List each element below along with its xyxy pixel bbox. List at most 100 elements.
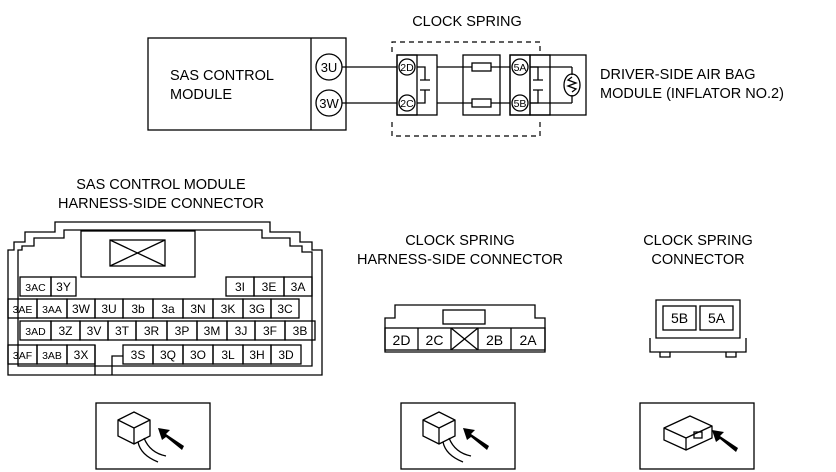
- harness-view-icon: [95, 402, 211, 470]
- terminal-3w-label: 3W: [319, 96, 339, 111]
- sas-pin-label: 3AB: [42, 350, 62, 362]
- sas-row-2: 3AE 3AA 3W 3U 3b 3a 3N 3K 3G 3C: [7, 298, 300, 319]
- terminal-3u-label: 3U: [321, 60, 338, 75]
- sas-pin-label: 3D: [278, 348, 294, 362]
- inflator-resistor-icon: [566, 76, 578, 93]
- sas-pin-label: 3M: [204, 324, 221, 338]
- sas-connector-latch: [80, 230, 196, 278]
- sas-pin-label: 3V: [87, 324, 102, 338]
- connector-view-icon-clock-spring: [639, 402, 755, 470]
- cs-connector-pin-5a-box: [699, 305, 734, 331]
- sas-pin-label: 3AD: [25, 326, 46, 338]
- sas-pin-label: 3K: [221, 302, 236, 316]
- sas-harness-connector: SAS CONTROL MODULE HARNESS-SIDE CONNECTO…: [7, 177, 323, 376]
- sas-row-1: 3AC 3Y 3I 3E 3A: [19, 276, 313, 297]
- sas-pin-label: 3AF: [13, 350, 32, 362]
- harness-view-icon-clock-spring: [400, 402, 516, 470]
- connector-socket-icon: [693, 431, 703, 439]
- inflator-icon: [563, 73, 581, 97]
- sas-pin-3d: [270, 344, 302, 365]
- sas-pin-label: 3W: [72, 302, 91, 316]
- sas-pin-label: 3F: [263, 324, 277, 338]
- outer-shorting-bar: [530, 66, 543, 104]
- sas-pin-label: 3Q: [160, 348, 176, 362]
- sas-connector-housing: [7, 221, 323, 376]
- sas-pin-label: 3C: [277, 302, 293, 316]
- harness-view-icon: [400, 402, 516, 470]
- sas-pin-label: 3T: [115, 324, 130, 338]
- clock-spring-inner-housing: [396, 54, 438, 116]
- clock-spring-coil-upper: [471, 62, 492, 72]
- cs-harness-pin-2b: 2B: [486, 332, 503, 348]
- sas-pin-label: 3a: [161, 302, 175, 316]
- cs-harness-latch: [442, 309, 486, 325]
- cs-harness-pin-2d: 2D: [393, 332, 411, 348]
- sas-row-4: 3AF 3AB 3X 3S 3Q 3O 3L 3H 3D: [7, 344, 302, 375]
- sas-pin-label: 3I: [235, 280, 245, 294]
- sas-lock-cross-b: [109, 239, 166, 267]
- clock-spring-boundary-bottom: [391, 122, 541, 137]
- sas-pin-3a: [283, 276, 313, 297]
- sas-pin-3y: [50, 276, 77, 297]
- arrow-icon: [463, 428, 489, 450]
- cs-connector-pin-5a: 5A: [708, 310, 726, 326]
- connector-body-icon: [663, 415, 713, 451]
- terminal-2d-circle: [398, 58, 416, 76]
- sas-pin-label: 3R: [144, 324, 160, 338]
- sas-pin-label: 3J: [235, 324, 248, 338]
- sas-pin-label: 3H: [249, 348, 264, 362]
- air-bag-module-box: [529, 54, 587, 116]
- sas-pin-label: 3AC: [25, 282, 46, 294]
- terminal-5b-label: 5B: [514, 98, 527, 110]
- cs-connector-pin-5b-box: [662, 305, 697, 331]
- cs-connector-housing: [655, 299, 741, 339]
- sas-pin-label: 3Y: [56, 280, 71, 294]
- cs-harness-housing: [384, 304, 546, 353]
- connector-view-icon: [639, 402, 755, 470]
- sas-row-3: 3AD 3Z 3V 3T 3R 3P 3M 3J 3F 3B: [19, 320, 316, 341]
- cs-harness-title-line1: CLOCK SPRING: [405, 233, 515, 249]
- sas-pin-label: 3P: [175, 324, 190, 338]
- sas-key-notch: [94, 345, 123, 375]
- sas-pin-label: 3N: [190, 302, 205, 316]
- clock-spring-harness-connector: CLOCK SPRING HARNESS-SIDE CONNECTOR 2D 2…: [357, 233, 563, 353]
- terminal-5a-circle: [511, 58, 529, 76]
- sas-connector-title-line1: SAS CONTROL MODULE: [76, 177, 246, 193]
- inner-shorting-bar: [417, 66, 430, 104]
- arrow-icon: [712, 430, 738, 452]
- harness-view-icon-sas: [95, 402, 211, 470]
- sas-control-module-box: [147, 37, 347, 131]
- sas-pin-label: 3X: [74, 348, 89, 362]
- sas-pin-label: 3b: [131, 302, 145, 316]
- sas-pin-label: 3A: [291, 280, 306, 294]
- module-label-line1: SAS CONTROL: [170, 68, 274, 84]
- sas-pin-label: 3AE: [13, 304, 33, 316]
- cs-harness-pin-2c: 2C: [426, 332, 444, 348]
- sas-pin-3b: [284, 320, 316, 341]
- terminal-5a-label: 5A: [514, 62, 527, 74]
- sas-connector-title-line2: HARNESS-SIDE CONNECTOR: [58, 196, 264, 212]
- clock-spring-connector: CLOCK SPRING CONNECTOR 5B 5A: [643, 233, 753, 358]
- cs-harness-pin-row: [384, 327, 546, 351]
- wiring-schematic: CLOCK SPRING SAS CONTROL MODULE 3U 3W 2D…: [147, 14, 784, 137]
- arrow-icon: [158, 428, 184, 450]
- sas-pin-label: 3E: [262, 280, 277, 294]
- sas-pin-label: 3O: [190, 348, 206, 362]
- clock-spring-title: CLOCK SPRING: [412, 14, 522, 30]
- sas-pin-label: 3G: [249, 302, 265, 316]
- cs-connector-flange: [649, 338, 747, 358]
- clock-spring-coil-lower: [471, 98, 492, 108]
- sas-pin-label: 3L: [221, 348, 235, 362]
- cs-harness-title-line2: HARNESS-SIDE CONNECTOR: [357, 252, 563, 268]
- cs-blank-cross-b: [450, 327, 479, 351]
- clock-spring-boundary-top: [391, 41, 541, 52]
- airbag-label-line1: DRIVER-SIDE AIR BAG: [600, 67, 756, 83]
- airbag-label-line2: MODULE (INFLATOR NO.2): [600, 86, 784, 102]
- terminal-5b-circle: [511, 94, 529, 112]
- sas-pin-3c: [270, 298, 300, 319]
- clock-spring-coil-housing: [462, 54, 501, 116]
- terminal-2c-circle: [398, 94, 416, 112]
- connector-block-icon: [117, 411, 151, 445]
- terminal-2d-label: 2D: [400, 62, 414, 74]
